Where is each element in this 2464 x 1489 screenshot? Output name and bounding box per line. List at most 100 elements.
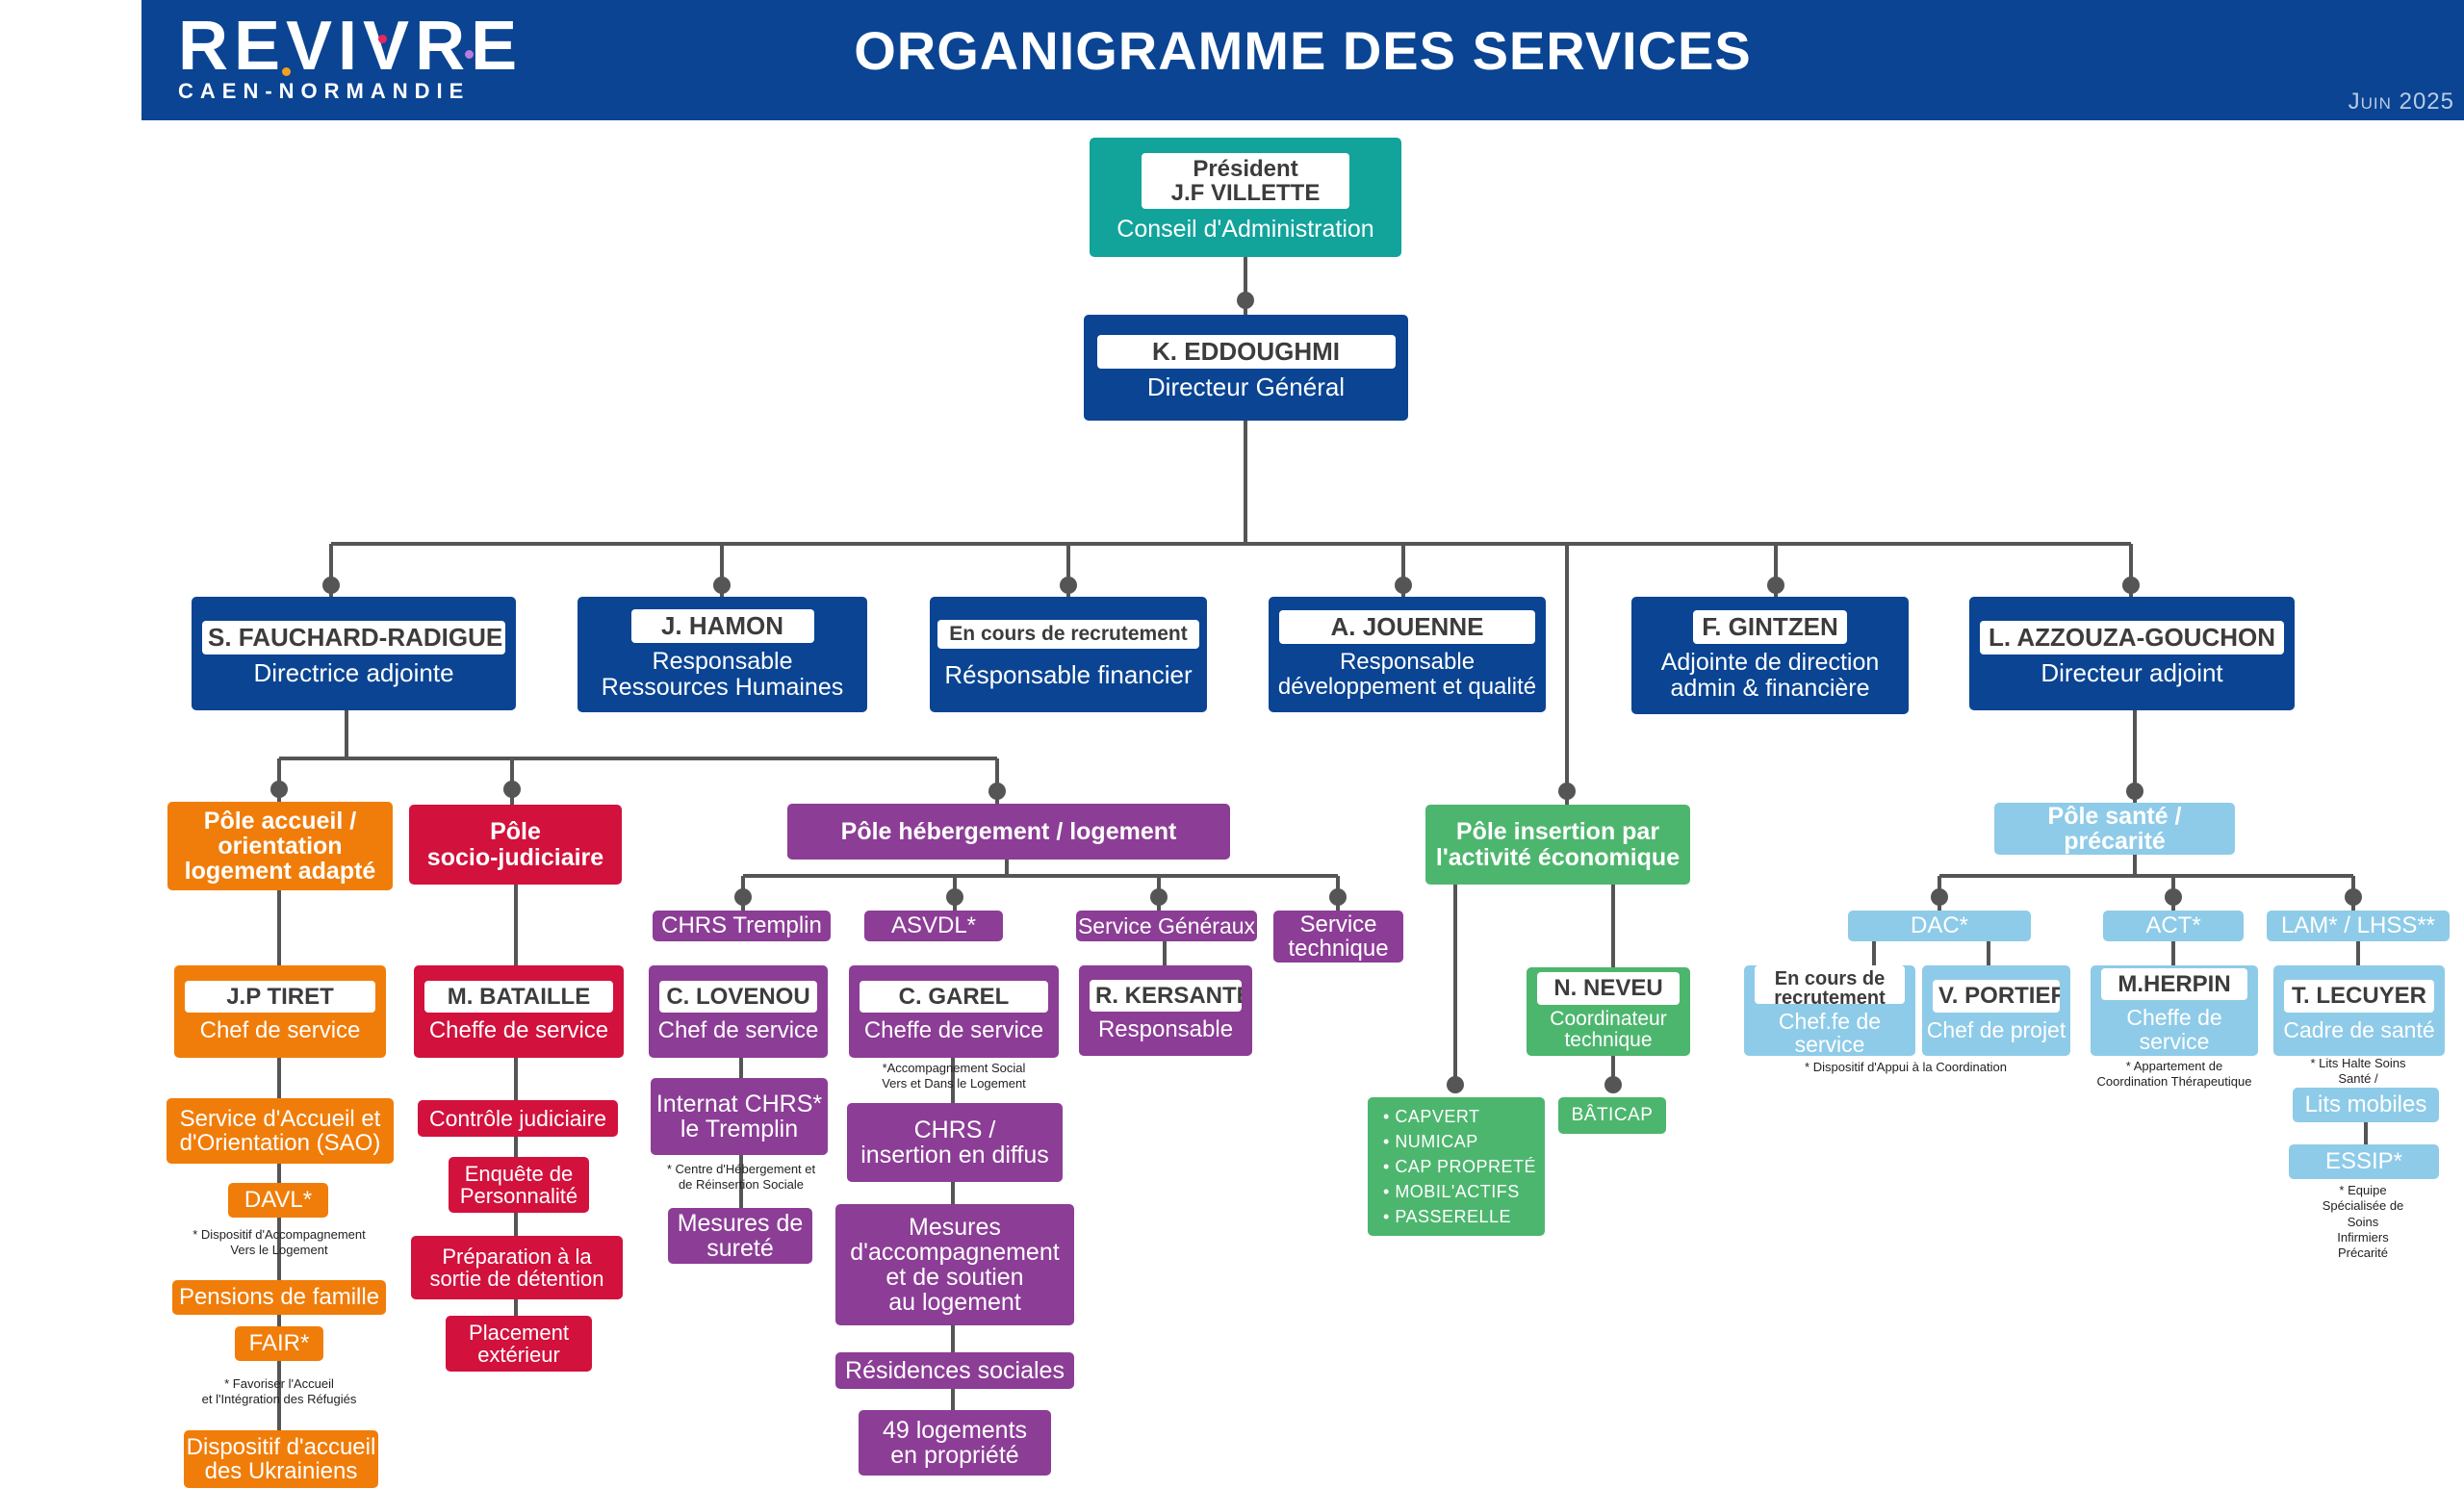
head-name: R. KERSANTE	[1090, 979, 1242, 1012]
connector-dot	[1604, 1076, 1622, 1093]
socio-item-enquete: Enquête de Personnalité	[449, 1157, 589, 1213]
insertion-head-box: N. NEVEU Coordinateur technique	[1527, 967, 1690, 1056]
connector-dot	[2126, 783, 2143, 800]
connector-dot	[2345, 888, 2362, 906]
logo-dot-orange	[282, 67, 291, 76]
connector-dot	[988, 783, 1006, 800]
head-role: Chef de service	[657, 1017, 819, 1043]
connector-dot	[713, 577, 731, 594]
logo-text: REVIVRE	[178, 8, 524, 85]
head-role: Cheffe de service	[863, 1017, 1044, 1043]
head-role: Coordinateur technique	[1550, 1007, 1667, 1051]
heb-service-technique: Service technique	[1273, 911, 1403, 963]
connector-dot	[1329, 888, 1347, 906]
dg-role: Directeur Général	[1146, 372, 1346, 401]
head-name: N. NEVEU	[1537, 972, 1680, 1005]
accueil-head-box: J.P TIRET Chef de service	[174, 965, 386, 1058]
accueil-item-ukrainiens: Dispositif d'accueil des Ukrainiens	[184, 1430, 378, 1488]
manager-name: J. HAMON	[630, 609, 814, 644]
dac-head-portier: V. PORTIER Chef de projet	[1922, 965, 2070, 1056]
manager-box-finance: En cours de recrutement Résponsable fina…	[930, 597, 1207, 712]
president-box: Président J.F VILLETTE Conseil d'Adminis…	[1090, 138, 1401, 257]
logo-dot-pink	[378, 35, 387, 43]
manager-name: En cours de recrutement	[937, 620, 1199, 650]
insertion-list-box: • CAPVERT • NUMICAP • CAP PROPRETÉ • MOB…	[1368, 1097, 1545, 1236]
head-role: Chef de projet	[1926, 1016, 2066, 1042]
dg-name: K. EDDOUGHMI	[1096, 334, 1396, 369]
manager-role: Directeur adjoint	[2040, 658, 2223, 687]
chrs-item-mesures-surete: Mesures de sureté	[668, 1208, 812, 1264]
connector-dot	[1060, 577, 1077, 594]
head-name: V. PORTIER	[1933, 980, 2060, 1013]
manager-box-azzouza: L. AZZOUZA-GOUCHON Directeur adjoint	[1969, 597, 2295, 710]
socio-item-preparation: Préparation à la sortie de détention	[411, 1236, 623, 1299]
note-asvdl: *Accompagnement Social Vers et Dans le L…	[882, 1061, 1026, 1091]
president-name-tag: Président J.F VILLETTE	[1142, 152, 1349, 210]
header-banner: REVIVRE CAEN-NORMANDIE ORGANIGRAMME DES …	[141, 0, 2464, 120]
socio-item-placement: Placement extérieur	[446, 1316, 592, 1372]
president-name: J.F VILLETTE	[1170, 179, 1321, 206]
list-item: • MOBIL'ACTIFS	[1383, 1182, 1520, 1201]
connector-dot	[2165, 888, 2182, 906]
socio-item-controle: Contrôle judiciaire	[418, 1100, 618, 1137]
head-role: Cheffe de service	[2126, 1005, 2222, 1054]
head-name: C. LOVENOU	[659, 980, 817, 1013]
generaux-head-box: R. KERSANTE Responsable	[1079, 965, 1252, 1056]
head-role: Chef de service	[199, 1017, 361, 1043]
accueil-item-sao: Service d'Accueil et d'Orientation (SAO)	[167, 1098, 394, 1164]
manager-role: Responsable Ressources Humaines	[601, 648, 844, 701]
lam-item-lits-mobiles: Lits mobiles	[2293, 1088, 2439, 1122]
sante-group-act: ACT*	[2103, 911, 2244, 941]
lam-head-box: T. LECUYER Cadre de santé	[2273, 965, 2445, 1056]
pole-sante: Pôle santé / précarité	[1994, 803, 2235, 855]
heb-service-asvdl: ASVDL*	[864, 911, 1003, 941]
list-item: • PASSERELLE	[1383, 1207, 1512, 1226]
asvdl-head-box: C. GAREL Cheffe de service	[849, 965, 1059, 1058]
heb-service-generaux: Service Généraux	[1076, 911, 1257, 941]
accueil-item-davl: DAVL*	[228, 1183, 328, 1218]
list-item: • CAP PROPRETÉ	[1383, 1157, 1537, 1176]
manager-role: Résponsable financier	[944, 660, 1193, 690]
head-name: C. GAREL	[860, 980, 1048, 1013]
head-name: J.P TIRET	[185, 980, 375, 1013]
connector-dot	[1447, 1076, 1464, 1093]
connector-dot	[1931, 888, 1948, 906]
head-name: En cours de recrutement	[1755, 965, 1905, 1004]
connector-dot	[1558, 783, 1576, 800]
note-davl: * Dispositif d'Accompagnement Vers le Lo…	[192, 1227, 366, 1258]
connector-dot	[734, 888, 752, 906]
sante-group-dac: DAC*	[1848, 911, 2031, 941]
asvdl-item-chrs-diffus: CHRS / insertion en diffus	[847, 1103, 1063, 1182]
head-role: Responsable	[1097, 1016, 1234, 1042]
lam-item-essip: ESSIP*	[2289, 1144, 2439, 1179]
insertion-item-baticap: BÂTICAP	[1558, 1097, 1666, 1134]
director-general-box: K. EDDOUGHMI Directeur Général	[1084, 315, 1408, 421]
note-fair: * Favoriser l'Accueil et l'Intégration d…	[201, 1376, 357, 1407]
connector-dot	[1150, 888, 1168, 906]
asvdl-item-logements: 49 logements en propriété	[859, 1410, 1051, 1476]
accueil-item-fair: FAIR*	[235, 1326, 323, 1361]
head-role: Cadre de santé	[2283, 1016, 2435, 1042]
logo-dot-purple	[465, 50, 474, 59]
manager-role: Adjointe de direction admin & financière	[1660, 649, 1880, 702]
revivre-logo: REVIVRE CAEN-NORMANDIE	[178, 10, 523, 104]
president-title: Président	[1193, 155, 1298, 182]
head-role: Chef.fe de service	[1778, 1008, 1882, 1057]
manager-box-jouenne: A. JOUENNE Responsable développement et …	[1269, 597, 1546, 712]
heb-service-chrs-tremplin: CHRS Tremplin	[653, 911, 831, 941]
manager-name: S. FAUCHARD-RADIGUE	[202, 620, 505, 655]
connector-dot	[1767, 577, 1784, 594]
logo-subtitle: CAEN-NORMANDIE	[178, 79, 471, 103]
pole-accueil: Pôle accueil / orientation logement adap…	[167, 802, 393, 890]
head-role: Cheffe de service	[428, 1017, 609, 1043]
pole-hebergement: Pôle hébergement / logement	[787, 804, 1230, 860]
manager-box-gintzen: F. GINTZEN Adjointe de direction admin &…	[1631, 597, 1909, 714]
note-act: * Appartement de Coordination Thérapeuti…	[2096, 1059, 2252, 1090]
dac-head-recrutement: En cours de recrutement Chef.fe de servi…	[1744, 965, 1915, 1056]
asvdl-item-mesures: Mesures d'accompagnement et de soutien a…	[835, 1204, 1074, 1325]
council-label: Conseil d'Administration	[1116, 216, 1374, 244]
manager-name: A. JOUENNE	[1279, 610, 1535, 645]
manager-role: Directrice adjointe	[253, 658, 454, 687]
accueil-item-pensions: Pensions de famille	[172, 1280, 386, 1315]
chrs-item-internat: Internat CHRS* le Tremplin	[651, 1078, 828, 1155]
